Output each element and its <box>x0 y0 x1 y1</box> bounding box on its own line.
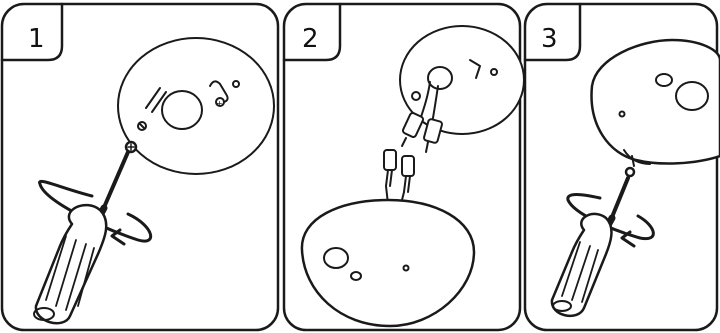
step-number-label: 1 <box>28 24 45 54</box>
step-number-tab <box>282 2 342 62</box>
panel-step-3: 3 <box>523 2 720 332</box>
arrow-head-icon <box>620 230 636 248</box>
arrow-head-icon <box>110 228 126 246</box>
step-number-label: 2 <box>302 24 319 54</box>
wire-connector-bottom-icon <box>383 149 415 209</box>
panel-frame <box>282 2 522 332</box>
ceiling-base-plate: + <box>117 37 275 175</box>
screwdriver-icon <box>550 176 630 318</box>
panel-step-2: 2 <box>282 2 525 332</box>
screwdriver-icon <box>33 150 130 325</box>
step-number-tab <box>523 2 582 62</box>
svg-text:+: + <box>216 99 223 108</box>
step-number-tab <box>0 2 64 62</box>
screw-icon <box>124 140 138 154</box>
step-number-label: 3 <box>541 24 558 54</box>
detector-body <box>300 198 476 328</box>
panel-frame <box>523 2 719 332</box>
panel-frame <box>0 2 280 332</box>
panel-step-1: 1 + <box>0 2 280 332</box>
mounted-detector <box>590 38 720 167</box>
wire-connector-top-icon <box>401 112 443 153</box>
screw-icon <box>624 166 636 178</box>
